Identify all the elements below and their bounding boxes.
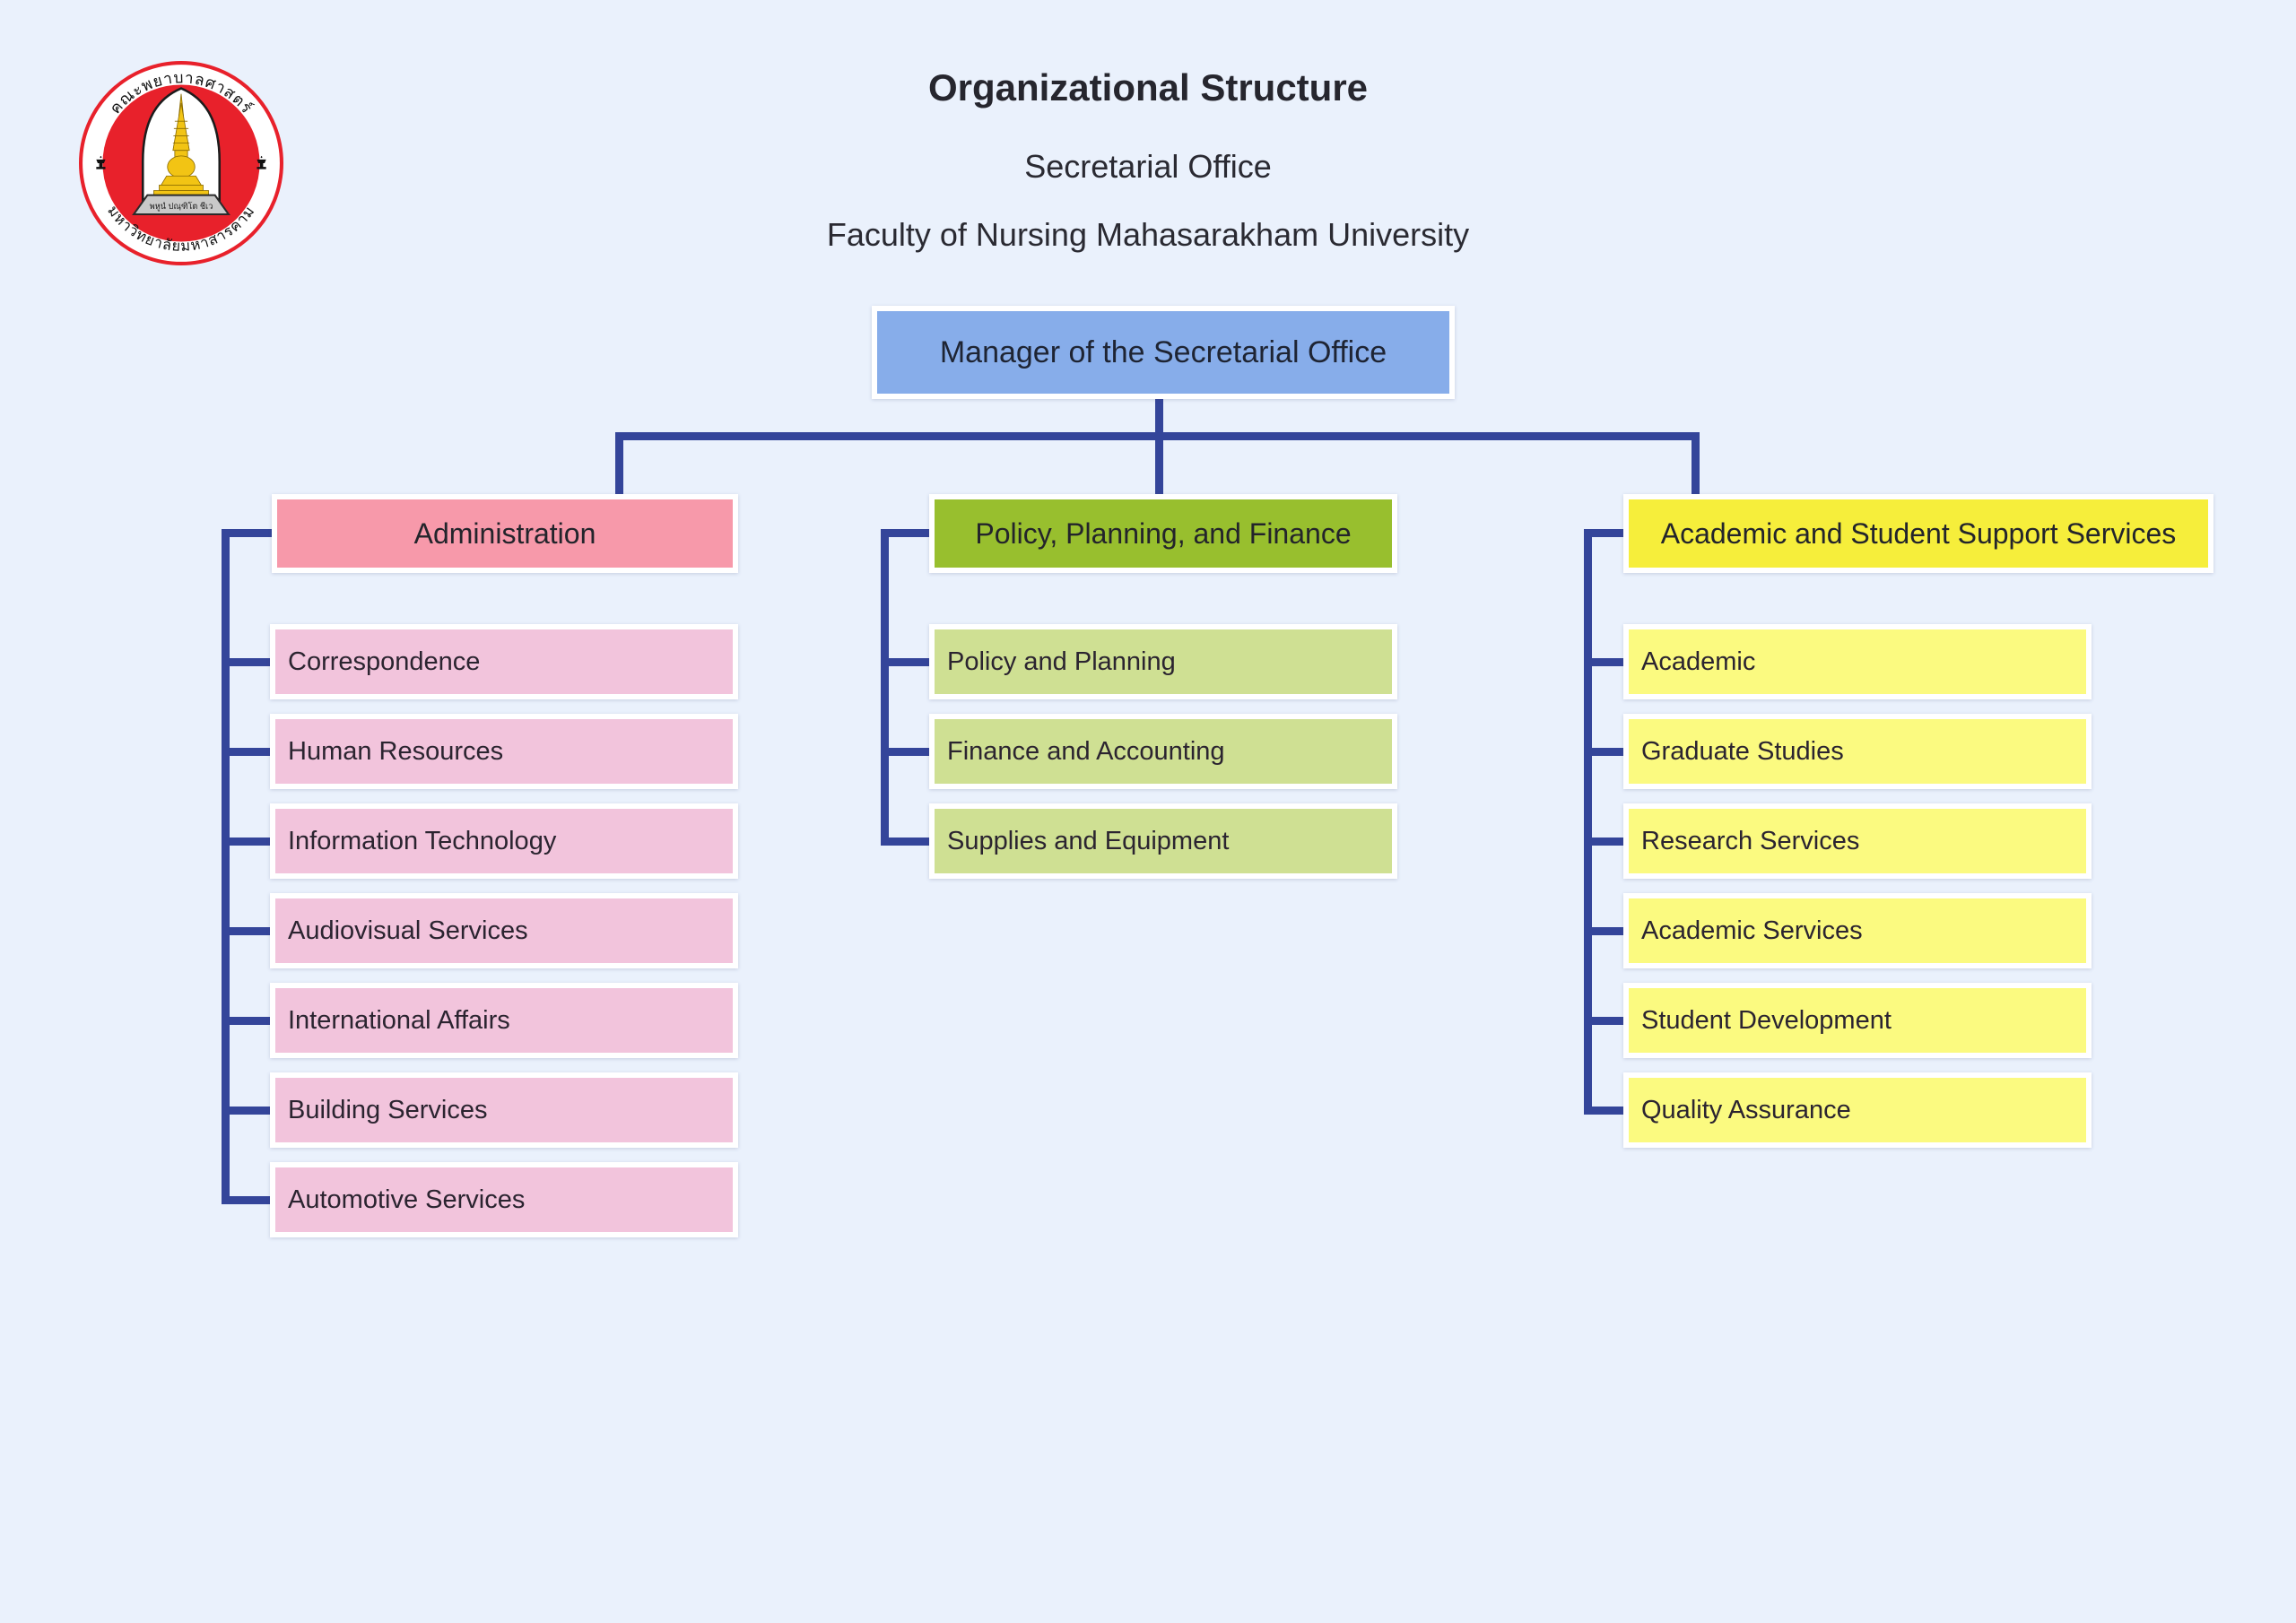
connector-manager-drop <box>1155 395 1163 437</box>
connector-child-stub <box>881 838 929 846</box>
org-child-label: Automotive Services <box>288 1185 526 1214</box>
connector-child-stub <box>881 748 929 756</box>
connector-child-stub <box>222 927 270 935</box>
connector-child-stub <box>222 1107 270 1115</box>
org-child-box: Policy and Planning <box>929 624 1397 699</box>
org-child-label: Human Resources <box>288 736 504 766</box>
connector-child-stub <box>222 748 270 756</box>
lamp-icon-right <box>257 155 266 169</box>
connector-header-stub <box>1584 529 1623 537</box>
logo-chedi <box>153 93 209 196</box>
org-child-box: Supplies and Equipment <box>929 803 1397 879</box>
page-subtitle-faculty: Faculty of Nursing Mahasarakham Universi… <box>826 216 1470 253</box>
org-child-label: Quality Assurance <box>1641 1095 1851 1124</box>
connector-child-stub <box>1584 1017 1623 1025</box>
org-child-label: International Affairs <box>288 1005 510 1035</box>
logo-motto: พหูนํ ปณฺฑิโต ชีเว <box>150 201 213 212</box>
org-child-label: Correspondence <box>288 647 481 676</box>
page-subtitle-office: Secretarial Office <box>1024 148 1272 185</box>
connector-drop-academic <box>1692 432 1700 499</box>
connector-child-stub <box>1584 748 1623 756</box>
connector-branch-trunk <box>881 529 889 846</box>
connector-header-stub <box>881 529 929 537</box>
org-child-box: Student Development <box>1623 983 2092 1058</box>
connector-drop-policy <box>1155 432 1163 499</box>
org-child-box: Building Services <box>270 1072 738 1148</box>
lamp-icon-left <box>96 155 106 169</box>
org-child-box: Audiovisual Services <box>270 893 738 968</box>
branch-header-label: Administration <box>413 516 596 550</box>
org-child-label: Student Development <box>1641 1005 1892 1035</box>
branch-header-administration: Administration <box>272 494 738 573</box>
org-child-label: Building Services <box>288 1095 488 1124</box>
logo-platform <box>132 194 230 216</box>
connector-child-stub <box>1584 838 1623 846</box>
branch-header-label: Policy, Planning, and Finance <box>975 516 1352 550</box>
connector-branch-trunk <box>1584 529 1592 1115</box>
branch-header-policy-planning-finance: Policy, Planning, and Finance <box>929 494 1397 573</box>
connector-child-stub <box>1584 927 1623 935</box>
org-child-box: Research Services <box>1623 803 2092 879</box>
org-child-box: Academic <box>1623 624 2092 699</box>
org-child-box: Correspondence <box>270 624 738 699</box>
org-child-box: Finance and Accounting <box>929 714 1397 789</box>
org-child-label: Academic <box>1641 647 1756 676</box>
branch-header-label: Academic and Student Support Services <box>1660 516 2177 550</box>
org-child-box: Academic Services <box>1623 893 2092 968</box>
connector-drop-administration <box>615 432 623 499</box>
org-child-label: Supplies and Equipment <box>947 826 1230 855</box>
org-child-label: Policy and Planning <box>947 647 1176 676</box>
branch-header-academic-student-support: Academic and Student Support Services <box>1623 494 2213 573</box>
org-child-box: Quality Assurance <box>1623 1072 2092 1148</box>
connector-child-stub <box>222 1196 270 1204</box>
connector-child-stub <box>222 1017 270 1025</box>
org-child-box: Human Resources <box>270 714 738 789</box>
connector-branch-trunk <box>222 529 230 1204</box>
org-child-label: Graduate Studies <box>1641 736 1844 766</box>
org-child-label: Audiovisual Services <box>288 916 528 945</box>
org-child-box: International Affairs <box>270 983 738 1058</box>
org-child-label: Academic Services <box>1641 916 1863 945</box>
manager-label: Manager of the Secretarial Office <box>939 334 1387 369</box>
org-child-label: Finance and Accounting <box>947 736 1225 766</box>
connector-header-stub <box>222 529 272 537</box>
manager-box: Manager of the Secretarial Office <box>872 306 1455 399</box>
org-child-box: Information Technology <box>270 803 738 879</box>
university-logo: พหูนํ ปณฺฑิโต ชีเว คณะพยาบาลศาสตร์ มหาวิ… <box>79 61 283 265</box>
page-title: Organizational Structure <box>927 66 1369 108</box>
connector-child-stub <box>222 838 270 846</box>
org-child-box: Automotive Services <box>270 1162 738 1237</box>
org-child-box: Graduate Studies <box>1623 714 2092 789</box>
org-child-label: Research Services <box>1641 826 1860 855</box>
org-child-label: Information Technology <box>288 826 557 855</box>
connector-child-stub <box>881 658 929 666</box>
connector-child-stub <box>1584 1107 1623 1115</box>
connector-child-stub <box>222 658 270 666</box>
connector-child-stub <box>1584 658 1623 666</box>
